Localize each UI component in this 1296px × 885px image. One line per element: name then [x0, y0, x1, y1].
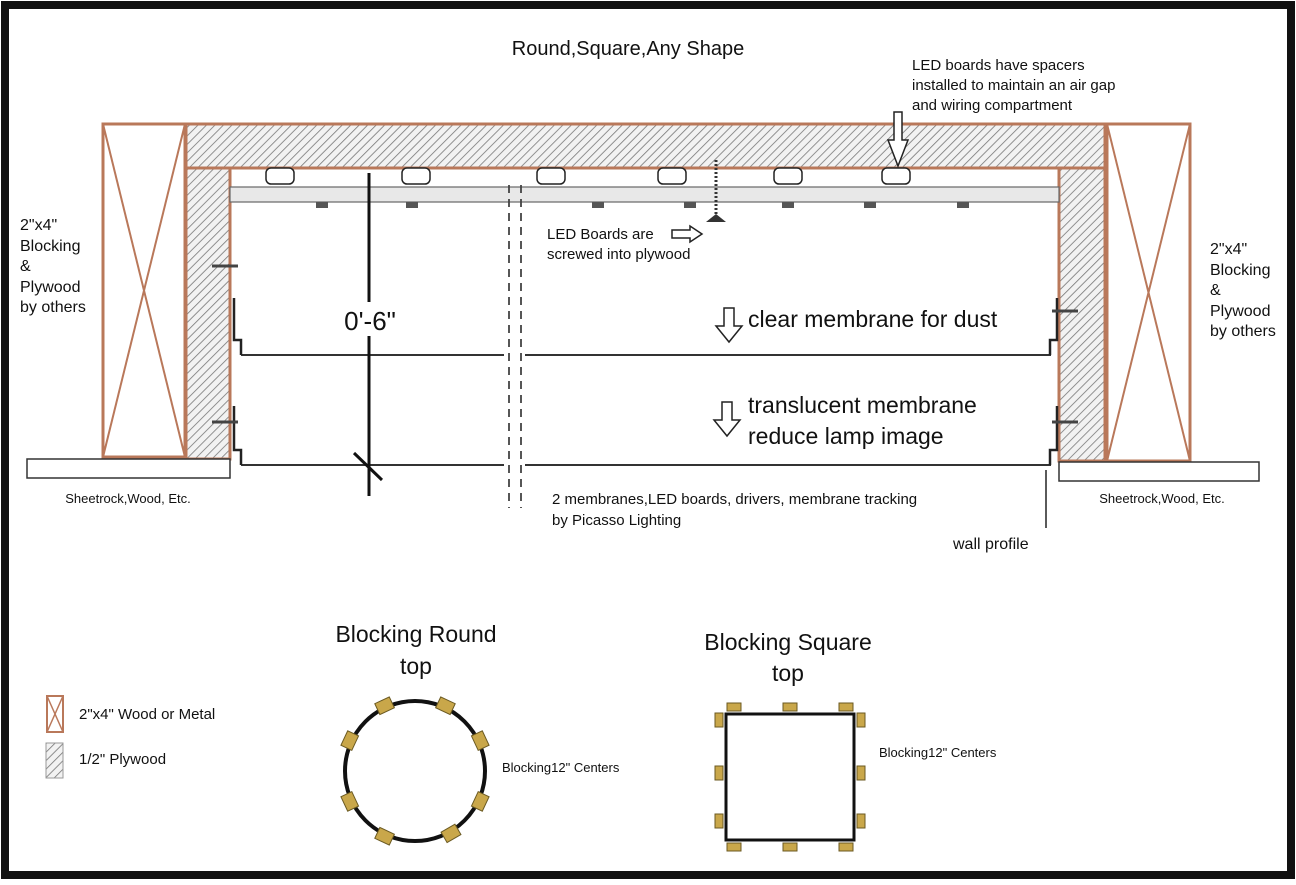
square-heading-line-1: Blocking Square [704, 629, 872, 655]
finish-right-label: Sheetrock,Wood, Etc. [1099, 491, 1225, 506]
led-chip [684, 202, 696, 208]
round-block [440, 823, 462, 844]
round-block [470, 790, 490, 812]
diagram-title: Round,Square,Any Shape [512, 38, 744, 60]
led-chip [864, 202, 876, 208]
left-side-label: 2"x4" Blocking & Plywood by others [20, 217, 86, 316]
translucent-membrane-label-1: translucent membrane [748, 392, 977, 418]
clear-membrane-arrow-icon [714, 307, 744, 344]
round-block [340, 730, 360, 752]
square-blocking-note: Blocking12" Centers [879, 745, 997, 760]
square-block [856, 712, 866, 728]
spacer [881, 167, 911, 185]
left-label-line-5: by others [20, 299, 86, 316]
left-label-line-1: 2"x4" [20, 217, 57, 234]
screw-icon [706, 160, 726, 222]
square-blocking-blocks [714, 702, 866, 852]
screw-note: LED Boards are screwed into plywood [547, 226, 690, 263]
square-block [838, 702, 854, 712]
right-wood-blocking [1105, 122, 1192, 463]
round-block [374, 696, 396, 716]
translucent-membrane-label-2: reduce lamp image [748, 423, 944, 449]
scope-note-line-2: by Picasso Lighting [552, 512, 681, 529]
led-chip [406, 202, 418, 208]
square-heading-line-2: top [772, 660, 804, 686]
left-membrane-tracks [232, 298, 243, 465]
left-label-line-3: & [20, 258, 31, 275]
right-membrane-tracks [1048, 298, 1059, 465]
round-heading-line-1: Blocking Round [335, 621, 496, 647]
spacer [536, 167, 566, 185]
right-sheetrock [1058, 461, 1260, 482]
left-plywood [184, 166, 232, 461]
scope-note-line-1: 2 membranes,LED boards, drivers, membran… [552, 491, 917, 508]
led-chips [316, 202, 969, 208]
led-spacers [265, 167, 911, 185]
led-board-strip [229, 186, 1060, 203]
right-label-line-5: by others [1210, 323, 1276, 340]
round-blocking-blocks [340, 696, 490, 846]
round-block [374, 826, 396, 846]
left-label-line-4: Plywood [20, 279, 80, 296]
spacer-note-line-3: and wiring compartment [912, 97, 1073, 114]
right-side-label: 2"x4" Blocking & Plywood by others [1210, 241, 1276, 340]
spacer [265, 167, 295, 185]
right-label-line-3: & [1210, 282, 1221, 299]
wood-stud-icon [46, 695, 64, 733]
dimension-label: 0'-6" [344, 306, 396, 336]
right-label-line-1: 2"x4" [1210, 241, 1247, 258]
spacer-note: LED boards have spacers installed to mai… [912, 57, 1115, 114]
led-chip [316, 202, 328, 208]
left-sheetrock [26, 458, 231, 479]
dimension-backdrop [330, 302, 414, 336]
round-block [470, 730, 490, 752]
led-chip [782, 202, 794, 208]
translucent-membrane-arrow-icon [712, 401, 742, 438]
spacer [401, 167, 431, 185]
wall-profile-label: wall profile [952, 536, 1029, 553]
square-block [714, 813, 724, 829]
left-wood-blocking [101, 122, 187, 459]
plywood-icon [45, 742, 64, 779]
right-plywood [1057, 166, 1107, 463]
spacer-arrow-icon [886, 111, 910, 169]
led-chip [592, 202, 604, 208]
square-block [782, 842, 798, 852]
right-label-line-2: Blocking [1210, 262, 1270, 279]
screw-arrow-icon [671, 224, 704, 244]
spacer-note-line-2: installed to maintain an air gap [912, 77, 1115, 94]
legend-plywood-label: 1/2" Plywood [79, 751, 166, 768]
left-label-line-2: Blocking [20, 238, 80, 255]
screw-note-line-2: screwed into plywood [547, 246, 690, 263]
square-block [782, 702, 798, 712]
legend: 2"x4" Wood or Metal 1/2" Plywood [45, 695, 215, 779]
wall-screws [212, 264, 1078, 424]
spacer [773, 167, 803, 185]
spacer-note-line-1: LED boards have spacers [912, 57, 1085, 74]
legend-wood-label: 2"x4" Wood or Metal [79, 706, 215, 723]
square-block [714, 765, 724, 781]
round-heading-line-2: top [400, 653, 432, 679]
square-block [856, 765, 866, 781]
square-frame [724, 712, 856, 842]
square-block [838, 842, 854, 852]
right-label-line-4: Plywood [1210, 303, 1270, 320]
spacer [657, 167, 687, 185]
screw-note-line-1: LED Boards are [547, 226, 654, 243]
round-block [434, 696, 456, 716]
round-frame-circle [343, 699, 487, 843]
round-blocking-note: Blocking12" Centers [502, 760, 620, 775]
square-block [726, 842, 742, 852]
square-block [714, 712, 724, 728]
top-plywood [184, 122, 1107, 170]
square-block [726, 702, 742, 712]
finish-left-label: Sheetrock,Wood, Etc. [65, 491, 191, 506]
round-block [340, 790, 360, 812]
led-chip [957, 202, 969, 208]
clear-membrane-label: clear membrane for dust [748, 306, 998, 332]
square-block [856, 813, 866, 829]
